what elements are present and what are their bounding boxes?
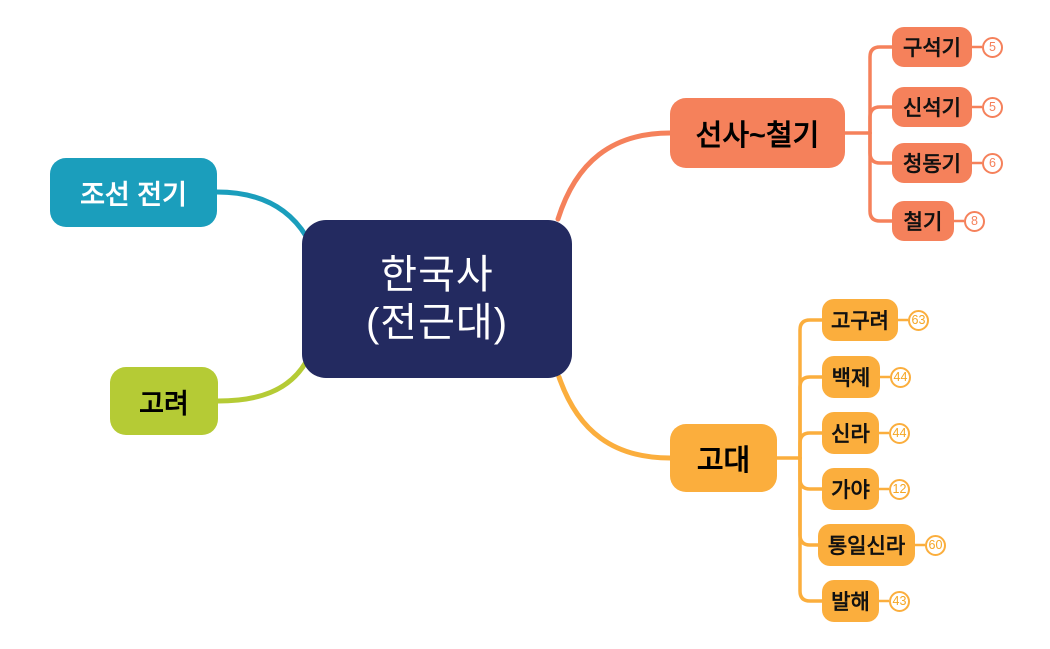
count-badge-baekje[interactable]: 44: [890, 366, 911, 388]
leaf-label-iron-age: 철기: [903, 211, 943, 234]
count-badge-balhae[interactable]: 43: [889, 590, 910, 612]
count-value-goguryeo: 63: [911, 313, 926, 327]
count-value-silla: 44: [892, 426, 907, 440]
root-node-label-line2: (전근대): [365, 301, 509, 345]
leaf-label-baekje: 백제: [831, 367, 871, 390]
leaf-label-silla: 신라: [831, 423, 870, 446]
count-badge-goguryeo[interactable]: 63: [908, 309, 929, 331]
edge-ancient-unified-silla: [798, 456, 820, 547]
leaf-node-gaya[interactable]: 가야: [822, 468, 879, 510]
leaf-node-silla[interactable]: 신라: [822, 412, 879, 454]
root-node-label-line1: 한국사: [380, 253, 494, 297]
edge-ancient-goguryeo: [798, 318, 824, 460]
edge-ancient-baekje: [798, 375, 824, 460]
count-badge-paleolithic[interactable]: 5: [982, 36, 1003, 58]
edge-prehistoric-bronze-age: [868, 131, 894, 165]
leaf-label-gaya: 가야: [831, 479, 870, 502]
leaf-label-paleolithic: 구석기: [903, 37, 961, 60]
count-badge-silla[interactable]: 44: [889, 422, 910, 444]
count-value-balhae: 43: [892, 594, 907, 608]
leaf-node-baekje[interactable]: 백제: [822, 356, 880, 398]
leaf-label-unified-silla: 통일신라: [827, 535, 906, 558]
count-badge-bronze-age[interactable]: 6: [982, 152, 1003, 174]
leaf-node-goguryeo[interactable]: 고구려: [822, 299, 898, 341]
count-value-gaya: 12: [892, 482, 907, 496]
branch-node-goryeo[interactable]: 고려: [110, 367, 218, 435]
leaf-node-balhae[interactable]: 발해: [822, 580, 879, 622]
branch-node-ancient[interactable]: 고대: [670, 424, 777, 492]
edge-prehistoric-neolithic: [868, 105, 894, 135]
count-value-unified-silla: 60: [928, 538, 943, 552]
edge-root-prehistoric-iron: [555, 130, 673, 222]
edge-prehistoric-paleolithic: [868, 45, 894, 135]
branch-label-joseon-early: 조선 전기: [80, 180, 187, 210]
leaf-label-bronze-age: 청동기: [903, 153, 961, 176]
leaf-node-iron-age[interactable]: 철기: [892, 201, 954, 241]
leaf-node-bronze-age[interactable]: 청동기: [892, 143, 972, 183]
edge-prehistoric-iron-age: [868, 131, 894, 223]
count-badge-gaya[interactable]: 12: [889, 478, 910, 500]
edge-root-goryeo: [215, 359, 309, 404]
branch-node-prehistoric-iron[interactable]: 선사~철기: [670, 98, 845, 168]
count-badge-unified-silla[interactable]: 60: [925, 534, 946, 556]
branch-label-ancient: 고대: [696, 445, 751, 477]
count-value-bronze-age: 6: [989, 156, 996, 170]
branch-label-prehistoric-iron: 선사~철기: [695, 120, 820, 152]
branch-node-joseon-early[interactable]: 조선 전기: [50, 158, 217, 227]
leaf-node-paleolithic[interactable]: 구석기: [892, 27, 972, 67]
leaf-label-goguryeo: 고구려: [831, 310, 889, 333]
leaf-node-unified-silla[interactable]: 통일신라: [818, 524, 915, 566]
count-value-neolithic: 5: [989, 100, 996, 114]
count-badge-neolithic[interactable]: 5: [982, 96, 1003, 118]
root-node[interactable]: 한국사 (전근대): [302, 220, 572, 378]
edge-root-ancient: [556, 374, 673, 461]
edge-root-joseon-early: [214, 189, 309, 239]
branch-label-goryeo: 고려: [139, 388, 189, 419]
count-badge-iron-age[interactable]: 8: [964, 210, 985, 232]
count-value-baekje: 44: [893, 370, 908, 384]
edge-ancient-gaya: [798, 456, 824, 491]
edge-ancient-silla: [798, 431, 824, 460]
leaf-node-neolithic[interactable]: 신석기: [892, 87, 972, 127]
leaf-label-neolithic: 신석기: [903, 97, 961, 120]
count-value-iron-age: 8: [971, 214, 978, 228]
count-value-paleolithic: 5: [989, 40, 996, 54]
edge-ancient-balhae: [798, 456, 824, 603]
leaf-label-balhae: 발해: [831, 591, 870, 614]
